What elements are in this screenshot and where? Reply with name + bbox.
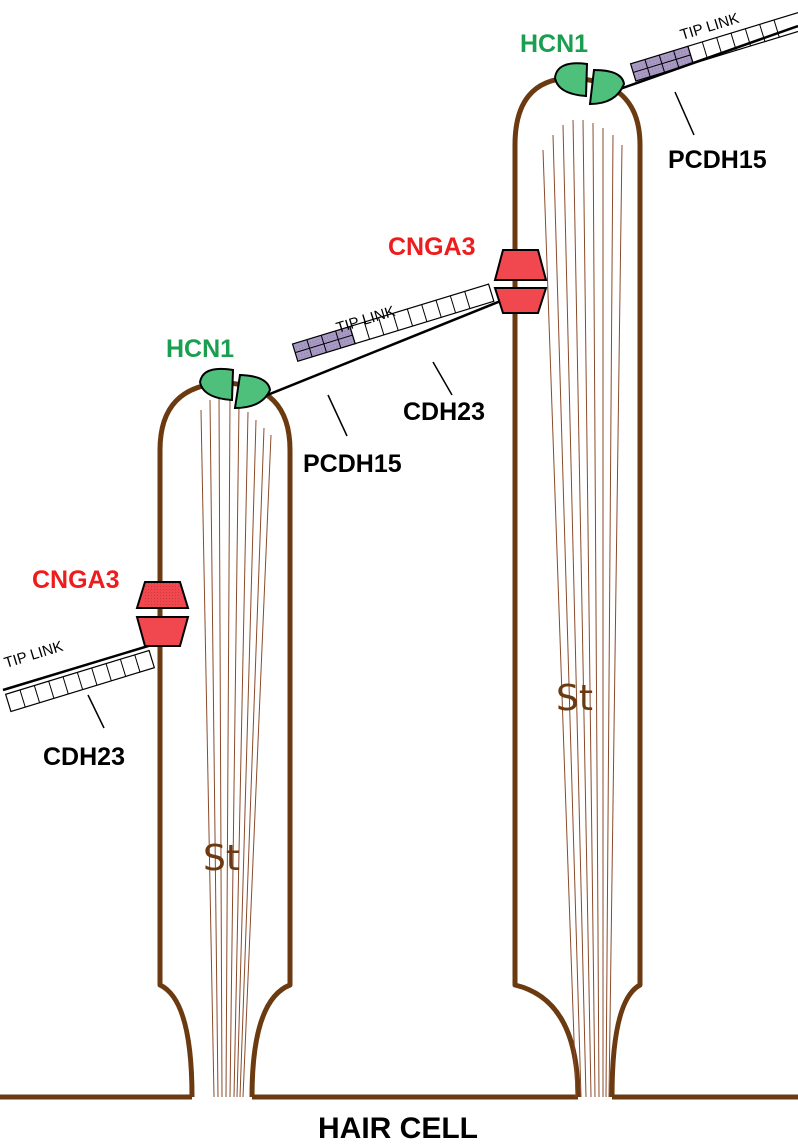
stereocilium-label-short: St	[203, 838, 240, 879]
pcdh15-label-top: PCDH15	[668, 146, 767, 174]
cnga3-label-tall: CNGA3	[388, 233, 476, 261]
hcn1-label-short: HCN1	[166, 335, 234, 363]
top-tip-link	[599, 10, 798, 136]
cnga3-channel-short	[135, 581, 190, 647]
tip-link-line-top	[599, 24, 798, 98]
stereocilium-label-tall: St	[556, 678, 593, 719]
cnga3-label-short: CNGA3	[32, 566, 120, 594]
cnga3-channel-tall	[493, 249, 548, 314]
hcn1-label-tall: HCN1	[520, 30, 588, 58]
pcdh15-leader-top	[674, 91, 695, 136]
middle-tip-link	[249, 283, 529, 437]
pcdh15-label-middle: PCDH15	[303, 450, 402, 478]
tall-stereocilium-filaments	[542, 119, 623, 1098]
cdh23-leader-middle	[432, 361, 453, 396]
hcn1-channel-short	[198, 367, 272, 410]
tip-link-line-left	[2, 638, 169, 692]
cdh23-leader-left	[87, 694, 105, 729]
hair-cell-label: HAIR CELL	[318, 1112, 478, 1145]
short-stereocilium-filaments	[200, 394, 272, 1098]
hcn1-channel-tall	[553, 62, 626, 106]
short-stereocilium-outline	[157, 380, 293, 1098]
tip-link-label-left: TIP LINK	[2, 638, 65, 672]
cdh23-label-middle: CDH23	[403, 398, 485, 426]
lower-left-tip-link	[2, 638, 169, 729]
pcdh15-leader-middle	[327, 394, 348, 437]
cdh23-label-left: CDH23	[43, 743, 125, 771]
tip-link-line-middle	[249, 288, 529, 404]
